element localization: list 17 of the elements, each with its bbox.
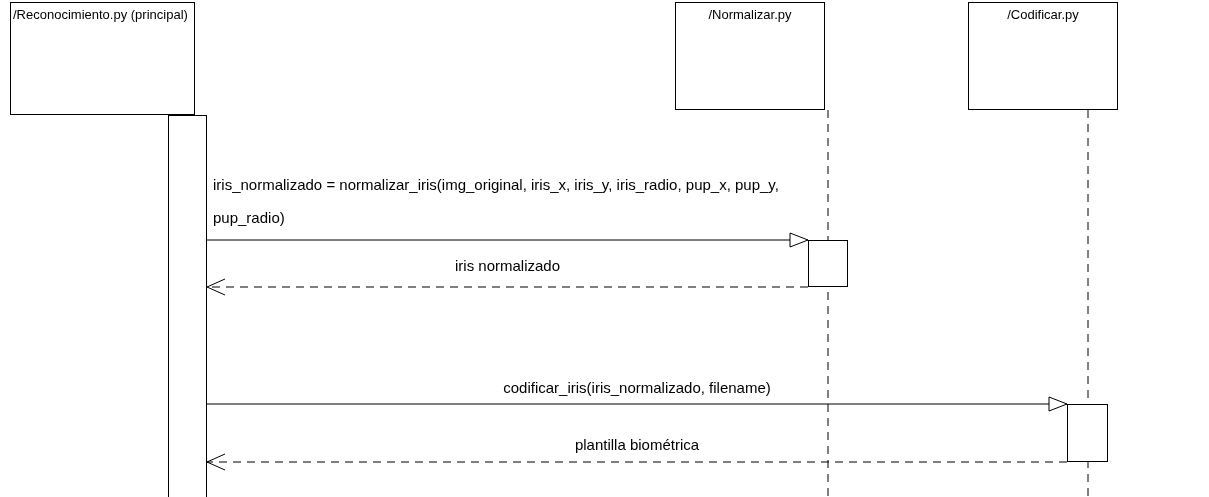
activation-bar xyxy=(1067,404,1108,462)
return-arrow xyxy=(206,453,1068,471)
edge-label: plantilla biométrica xyxy=(573,435,701,455)
return-arrow xyxy=(206,278,809,296)
message-arrow xyxy=(206,232,809,248)
participant-name: /Codificar.py xyxy=(1006,7,1080,22)
participant-name: /Normalizar.py xyxy=(707,7,793,22)
participant-box xyxy=(675,2,825,110)
activation-bar xyxy=(808,240,848,287)
participant-box xyxy=(968,2,1118,110)
participant-name: /Reconocimiento.py (principal) xyxy=(13,7,188,22)
participant-box xyxy=(10,2,195,115)
activation-bar xyxy=(168,115,207,497)
edge-label: codificar_iris(iris_normalizado, filename) xyxy=(502,378,772,398)
edge-label: iris_normalizado = normalizar_iris(img_original, iris_x, iris_y, iris_radio, pup_x, pup_y, pup_radio) xyxy=(213,175,780,228)
edge-label: iris normalizado xyxy=(453,256,561,276)
message-arrow xyxy=(206,396,1068,412)
